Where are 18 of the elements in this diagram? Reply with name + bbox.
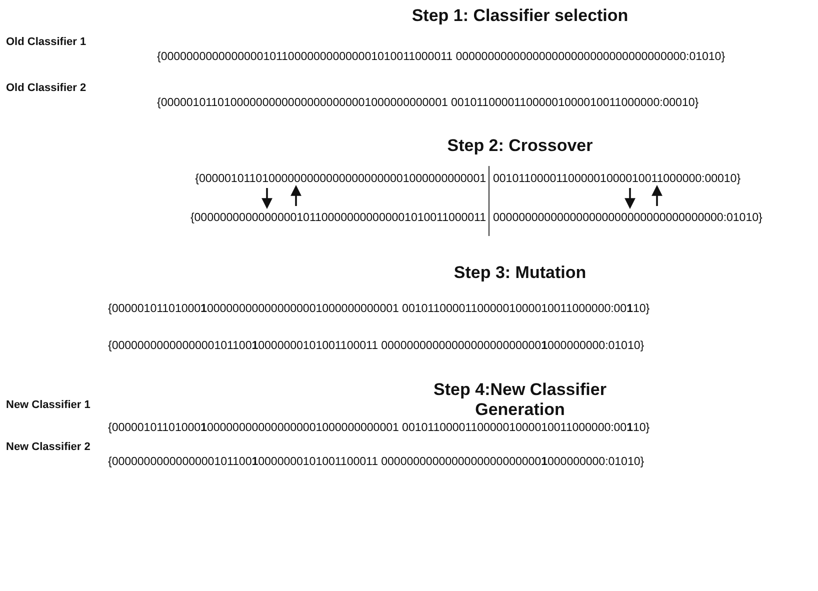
step-heading: Step 1: Classifier selection [410,6,630,26]
bit-string: {000001011010000000000000000000001000000000001 001011000011000001000010011000000:00010} [157,96,699,109]
bit-string: {000001011010001000000000000000001000000000001 001011000011000001000010011000000:00110} [108,421,650,434]
bit-string: 001011000011000001000010011000000:00010} [493,172,741,185]
bit-string: {000000000000000010110010000000101001100011 00000000000000000000000001000000000:01010} [108,455,644,468]
classifier-name: Old Classifier 2 [6,82,86,94]
bit-string: {000001011010001000000000000000001000000000001 001011000011000001000010011000000:00110} [108,302,650,315]
bit-string: {000000000000000010110010000000101001100011 00000000000000000000000001000000000:01010} [108,339,644,352]
bit-string: 000000000000000000000000000000000000:01010} [493,211,762,224]
bit-string: {000001011010000000000000000000001000000000001 [195,172,486,185]
classifier-name: New Classifier 2 [6,441,90,453]
classifier-name: Old Classifier 1 [6,36,86,48]
step-heading: Step 4:New Classifier Generation [432,380,608,420]
step-heading: Step 3: Mutation [452,263,588,283]
classifier-name: New Classifier 1 [6,399,90,411]
step-heading: Step 2: Crossover [446,136,594,156]
bit-string: {0000000000000000101100000000000001010011000011 [190,211,486,224]
bit-string: {0000000000000000101100000000000001010011000011 000000000000000000000000000000000000:01010} [157,50,726,63]
